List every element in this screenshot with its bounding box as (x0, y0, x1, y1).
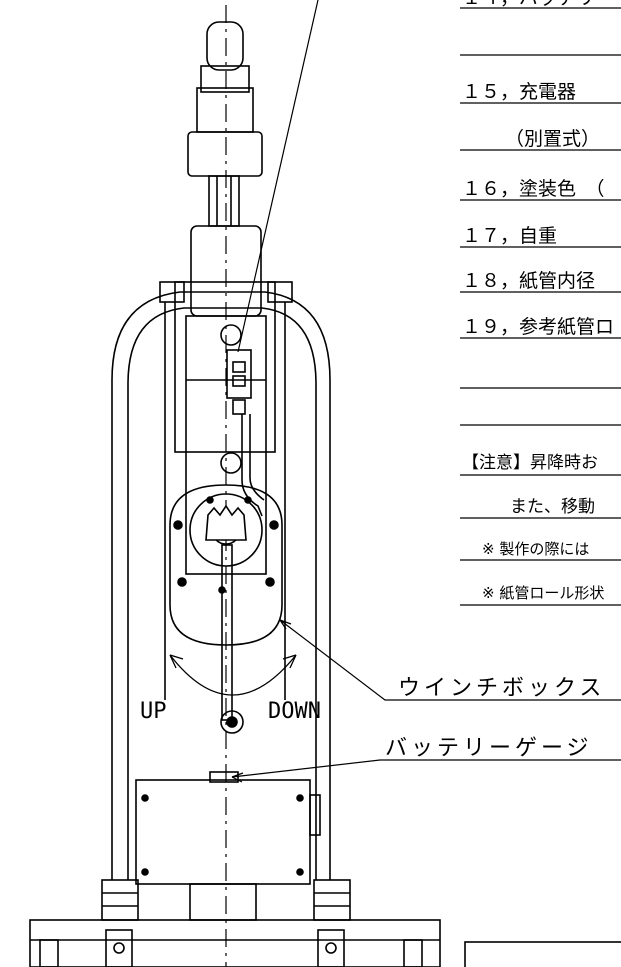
spec-item-16: １６，塗装色 （ (462, 177, 605, 200)
crank-direction-arrows (169, 654, 297, 696)
callout-winch-box: ウインチボックス (398, 676, 605, 701)
note-fabrication: ※ 製作の際には (482, 540, 589, 558)
leader-lines (231, 0, 621, 783)
spec-item-15: １５，充電器 (462, 81, 576, 103)
label-down: DOWN (268, 699, 321, 724)
battery-gauge-unit (226, 349, 265, 517)
spec-item-18: １８，紙管内径 (462, 270, 595, 292)
battery-box (135, 771, 321, 921)
spec-item-17: １７，自重 (462, 225, 557, 247)
base-frame (29, 879, 441, 967)
callout-battery-gauge: バッテリーゲージ (385, 736, 593, 761)
mast-body (174, 225, 276, 575)
mast-head (187, 21, 263, 227)
spec-table-rules (460, 7, 621, 606)
handle-frame (111, 281, 331, 880)
spec-item-19: １９，参考紙管ロ (462, 316, 614, 338)
caution-note: 【注意】昇降時お (462, 453, 598, 473)
label-up: UP (140, 699, 167, 724)
winch-box (169, 484, 283, 734)
note-roll-shape: ※ 紙管ロール形状 (482, 584, 604, 602)
spec-item-14: １４，バッテリ (462, 0, 595, 9)
title-block-corner (464, 941, 621, 967)
caution-note-continued: また、移動 (510, 497, 595, 517)
spec-item-15-sub: （別置式） (505, 128, 600, 150)
